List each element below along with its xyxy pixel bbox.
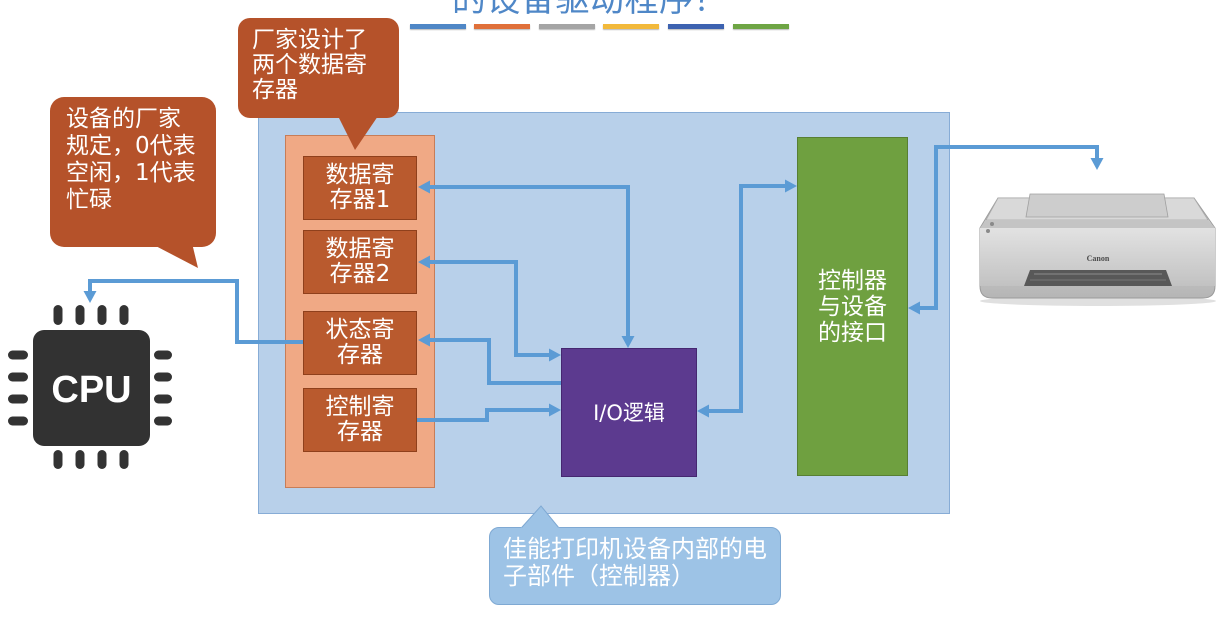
cpu-pin: [8, 372, 28, 382]
callout-text: 空闲，1代表: [66, 160, 196, 186]
printer-output-slot: [1024, 270, 1172, 286]
cpu-pin: [53, 305, 63, 325]
cpu-label: CPU: [51, 369, 131, 411]
cpu-pin: [154, 350, 172, 360]
register-label: 数据寄: [325, 162, 395, 188]
control-register: 控制寄 存器: [303, 388, 417, 452]
callout-text: 设备的厂家: [66, 106, 181, 132]
register-label: 存器2: [329, 261, 391, 287]
cpu-chip-body: [33, 330, 150, 446]
callout-text: 两个数据寄: [252, 52, 367, 78]
accent-bar-6: [733, 24, 789, 29]
printer-icon: Canon: [979, 193, 1216, 306]
callout-pointer-outline: [521, 505, 559, 528]
register-label: 状态寄: [325, 317, 395, 343]
accent-bar-2: [474, 24, 530, 29]
accent-bar-5: [668, 24, 724, 29]
printer-paper-support: [1025, 193, 1169, 218]
accent-bar-1: [410, 24, 466, 29]
cpu-pin: [8, 350, 28, 360]
register-label: 存器: [337, 342, 383, 368]
io-logic-block: I/O逻辑: [561, 348, 697, 477]
callout-pointer-shape: [518, 506, 562, 531]
cpu-pin: [97, 305, 107, 325]
cpu-chip-icon: CPU: [8, 305, 172, 469]
cpu-pin: [53, 450, 63, 469]
register-label: 数据寄: [325, 236, 395, 262]
register-label: 控制寄: [325, 394, 395, 420]
data-register-2: 数据寄 存器2: [303, 230, 417, 294]
callout-data-registers: 厂家设计了 两个数据寄 存器: [238, 18, 399, 118]
cpu-pin: [8, 394, 28, 404]
callout-pointer-shape: [338, 116, 378, 150]
cpu-pin: [154, 372, 172, 382]
slide-title: 的设备驱动程序？: [452, 0, 728, 20]
register-label: 存器1: [329, 187, 391, 213]
device-interface-label: 的接口: [818, 319, 887, 346]
callout-pointer: [338, 116, 378, 150]
printer-brand-label: Canon: [1087, 254, 1110, 263]
callout-text: 规定，0代表: [66, 133, 196, 159]
device-interface-label: 与设备: [818, 293, 887, 320]
callout-text: 忙碌: [66, 187, 112, 213]
cpu-pin: [97, 450, 107, 469]
status-register: 状态寄 存器: [303, 311, 417, 375]
io-logic-label: I/O逻辑: [593, 400, 665, 425]
cpu-pin: [119, 305, 129, 325]
callout-pointer-shape: [150, 243, 198, 268]
callout-text: 佳能打印机设备内部的电: [503, 535, 767, 563]
callout-pointer: [150, 243, 198, 268]
cpu-pin: [154, 394, 172, 404]
printer-button: [986, 229, 990, 233]
accent-bar-3: [539, 24, 595, 29]
printer-lid-edge: [980, 220, 1215, 228]
callout-pointer: [518, 505, 562, 531]
cpu-pin: [75, 305, 85, 325]
callout-text: 存器: [252, 77, 298, 103]
cpu-pin: [119, 450, 129, 469]
device-interface-block: 控制器 与设备 的接口: [797, 137, 908, 476]
device-interface-label: 控制器: [818, 267, 887, 294]
callout-text: 子部件（控制器）: [503, 562, 695, 590]
printer-button: [990, 222, 994, 226]
accent-bar-4: [603, 24, 659, 29]
cpu-pin: [8, 416, 28, 426]
callout-controller: 佳能打印机设备内部的电 子部件（控制器）: [489, 527, 781, 605]
cpu-pin: [154, 416, 172, 426]
callout-text: 厂家设计了: [252, 27, 367, 53]
cpu-pin: [75, 450, 85, 469]
callout-status-register: 设备的厂家 规定，0代表 空闲，1代表 忙碌: [50, 97, 216, 247]
register-label: 存器: [337, 419, 383, 445]
data-register-1: 数据寄 存器1: [303, 156, 417, 220]
